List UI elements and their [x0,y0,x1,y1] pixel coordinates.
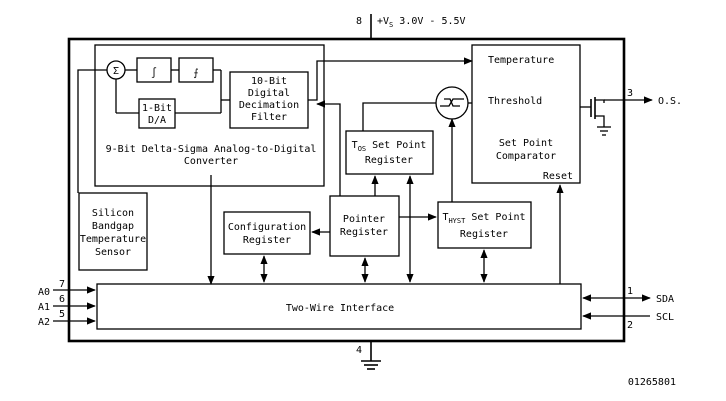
adc-caption-line-2: Converter [184,156,238,167]
filter-line-1: 10-Bit [251,76,287,87]
supply-label-subscript: S [389,21,393,29]
supply-pin: 8 +VS 3.0V - 5.5V [356,14,466,39]
pointer-line-2: Register [340,227,388,238]
tos-line-1: TOS Set Point [352,140,427,153]
pin-os-number: 3 [627,88,633,99]
supply-label: +VS 3.0V - 5.5V [377,16,466,29]
pin-scl: 2 SCL [582,312,674,331]
comparator-symbol: ⨍ [193,68,198,79]
bus-wiring [207,175,564,285]
pin-scl-number: 2 [627,320,633,331]
filter-line-4: Filter [251,112,287,123]
pointer-line-1: Pointer [343,214,385,225]
pin-a0-number: 7 [59,279,65,290]
pin-sda-name: SDA [656,294,674,305]
chip-outline [67,37,626,343]
pin-a1: A1 6 [38,294,96,313]
pin-a1-number: 6 [59,294,65,305]
sigma-symbol: Σ [113,66,119,77]
comparator-comparator-label: Comparator [496,151,556,162]
pin-a2-number: 5 [59,309,65,320]
interface-label: Two-Wire Interface [286,303,394,314]
integrator-symbol: ∫ [151,67,157,79]
pin-a2: A2 5 [38,309,96,328]
pin-sda: 1 SDA [582,286,674,305]
config-line-1: Configuration [228,222,306,233]
comparator-threshold-label: Threshold [488,96,542,107]
supply-pin-number: 8 [356,16,362,27]
integrator-box: ∫ [136,57,172,83]
ground-pin-number: 4 [356,345,362,356]
summing-node: Σ [106,60,126,80]
sensor-line-4: Sensor [95,247,131,258]
sensor-to-adc-wire [77,69,107,193]
thyst-subscript: HYST [448,217,466,225]
two-wire-interface-box: Two-Wire Interface [96,283,582,330]
pin-a0: A0 7 [38,279,96,298]
dac-line-2: D/A [148,115,166,126]
ground-pin: 4 [356,341,381,370]
thyst-register-box: THYST Set Point Register [437,201,532,249]
pin-scl-name: SCL [656,312,674,323]
dac-line-1: 1-Bit [142,103,172,114]
adc-comparator-box: ⨍ [178,57,214,83]
configuration-register-box: Configuration Register [223,211,311,255]
document-id: 01265801 [628,377,676,388]
sensor-line-3: Temperature [80,234,146,245]
dac-box: 1-Bit D/A [138,98,176,129]
thyst-line-2: Register [460,229,508,240]
pointer-register-box: Pointer Register [329,195,400,257]
setpoint-comparator-box: Temperature Threshold Set Point Comparat… [471,44,581,184]
comparator-temperature-label: Temperature [488,55,554,66]
adc-to-comparator-wire [308,57,473,202]
config-line-2: Register [243,235,291,246]
thyst-line-1: THYST Set Point [442,212,525,225]
pin-sda-number: 1 [627,286,633,297]
pin-a0-name: A0 [38,287,50,298]
hysteresis-icon [435,86,469,120]
filter-line-2: Digital [248,88,290,99]
decimation-filter-box: 10-Bit Digital Decimation Filter [229,71,309,129]
adc-wiring [115,69,230,114]
pin-os: 3 O.S. [627,88,682,107]
comparator-setpoint-label: Set Point [499,138,553,149]
comparator-reset-label: Reset [543,171,573,182]
temperature-sensor-box: Silicon Bandgap Temperature Sensor [78,192,148,271]
pin-a2-name: A2 [38,317,50,328]
open-drain-transistor [580,96,653,136]
tos-subscript: OS [358,145,366,153]
pin-os-name: O.S. [658,96,682,107]
tos-register-box: TOS Set Point Register [345,130,434,175]
filter-line-3: Decimation [239,100,299,111]
sensor-line-2: Bandgap [92,221,134,232]
adc-caption-line-1: 9-Bit Delta-Sigma Analog-to-Digital [106,144,317,155]
pin-a1-name: A1 [38,302,50,313]
sensor-line-1: Silicon [92,208,134,219]
tos-line-2: Register [365,155,413,166]
